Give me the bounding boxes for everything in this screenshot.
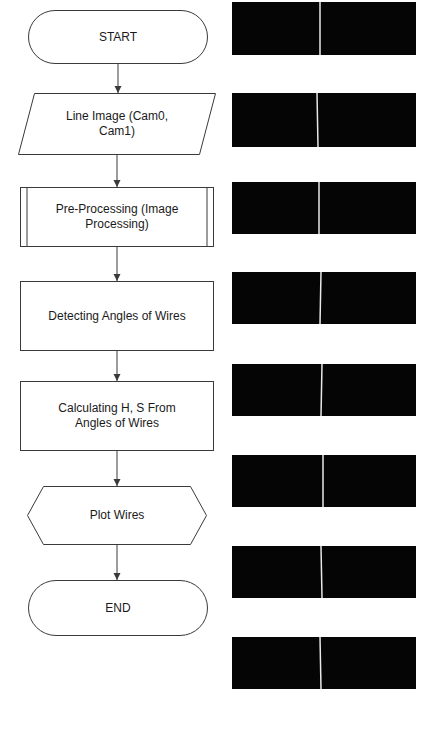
node-label: Plot Wires xyxy=(90,508,145,523)
wire-line xyxy=(317,93,318,147)
node-label: Calculating H, S From Angles of Wires xyxy=(56,401,178,431)
terminal-oval: START xyxy=(28,10,208,64)
camera-frame xyxy=(232,364,416,416)
flow-arrow xyxy=(114,351,121,381)
input-parallelogram: Line Image (Cam0, Cam1) xyxy=(18,93,216,155)
flow-arrow xyxy=(114,545,121,580)
camera-frame xyxy=(232,546,416,598)
camera-frame xyxy=(232,272,416,324)
node-label: Detecting Angles of Wires xyxy=(48,309,185,324)
flow-arrow xyxy=(114,247,121,281)
line-images xyxy=(232,2,416,689)
display-hexagon: Plot Wires xyxy=(27,486,207,545)
flow-arrow xyxy=(114,155,121,187)
flow-arrow xyxy=(114,451,121,486)
flow-arrow xyxy=(115,64,122,93)
wire-line xyxy=(322,455,324,507)
camera-frame xyxy=(232,182,416,234)
camera-frame xyxy=(232,2,416,55)
node-label: END xyxy=(105,601,130,616)
camera-frame xyxy=(232,637,416,689)
wire-line xyxy=(321,546,322,598)
terminal-oval: END xyxy=(28,580,208,636)
process-box: Calculating H, S From Angles of Wires xyxy=(20,381,214,451)
wire-line xyxy=(318,182,320,234)
camera-frame xyxy=(232,455,416,507)
node-label: Line Image (Cam0, Cam1) xyxy=(62,109,172,139)
node-label: START xyxy=(99,30,137,45)
camera-frame xyxy=(232,93,416,147)
wire-line xyxy=(319,2,321,55)
node-label: Pre-Processing (Image Processing) xyxy=(47,202,187,232)
wire-line xyxy=(320,637,321,689)
predefined-process-box: Pre-Processing (Image Processing) xyxy=(20,187,214,247)
process-box: Detecting Angles of Wires xyxy=(20,281,214,351)
wire-line xyxy=(321,364,322,416)
wire-line xyxy=(320,272,321,324)
